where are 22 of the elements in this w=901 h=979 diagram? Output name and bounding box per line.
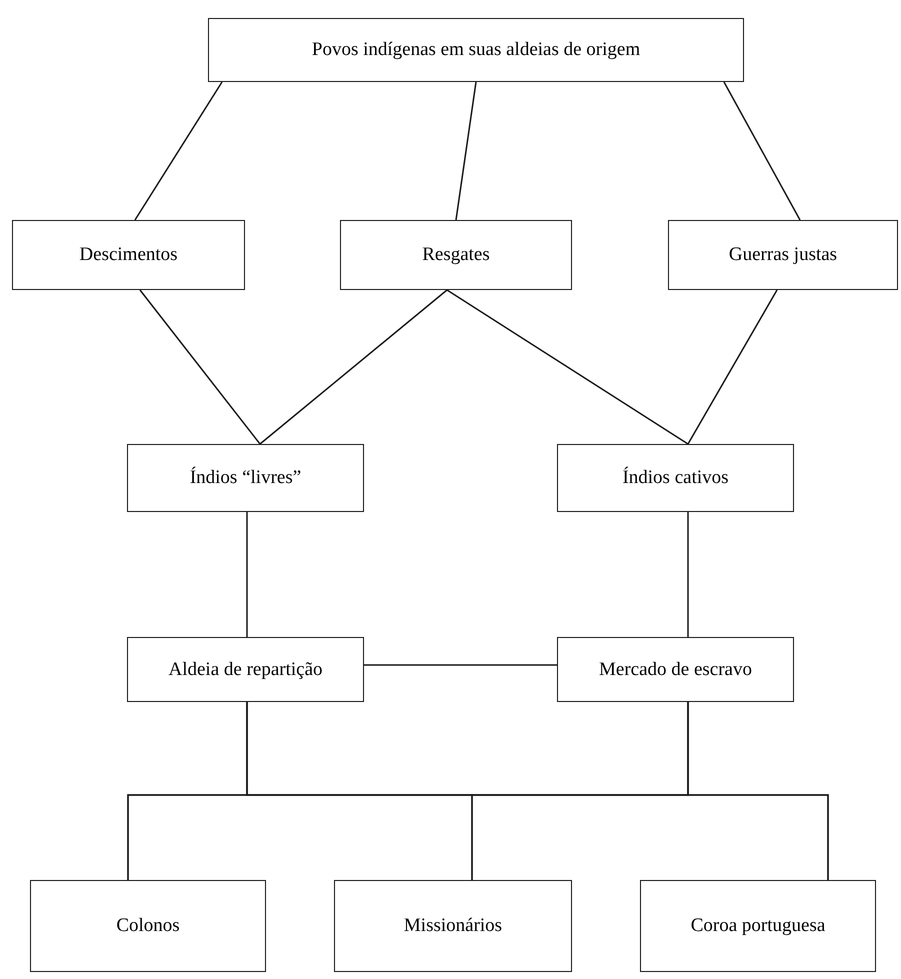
connector-line <box>364 664 557 666</box>
connector-line <box>139 290 261 444</box>
text-box: Resgates <box>340 220 572 290</box>
connector-line <box>446 289 688 445</box>
text-box: Coroa portuguesa <box>640 880 876 972</box>
connector-line <box>246 512 248 637</box>
connector-line <box>260 289 448 445</box>
text-box: Índios “livres” <box>127 444 364 512</box>
connector-line <box>134 82 223 220</box>
text-box: Colonos <box>30 880 266 972</box>
text-box: Missionários <box>334 880 572 972</box>
connector-line <box>455 82 477 220</box>
text-box: Descimentos <box>12 220 245 290</box>
connector-line <box>723 82 801 220</box>
connector-line <box>687 512 689 637</box>
text-box: Índios cativos <box>557 444 794 512</box>
text-box: Povos indígenas em suas aldeias de origem <box>208 18 744 82</box>
text-box: Guerras justas <box>668 220 898 290</box>
text-box: Aldeia de repartição <box>127 637 364 702</box>
connector-line <box>687 290 778 444</box>
text-box: Mercado de escravo <box>557 637 794 702</box>
connector-line <box>687 702 829 880</box>
